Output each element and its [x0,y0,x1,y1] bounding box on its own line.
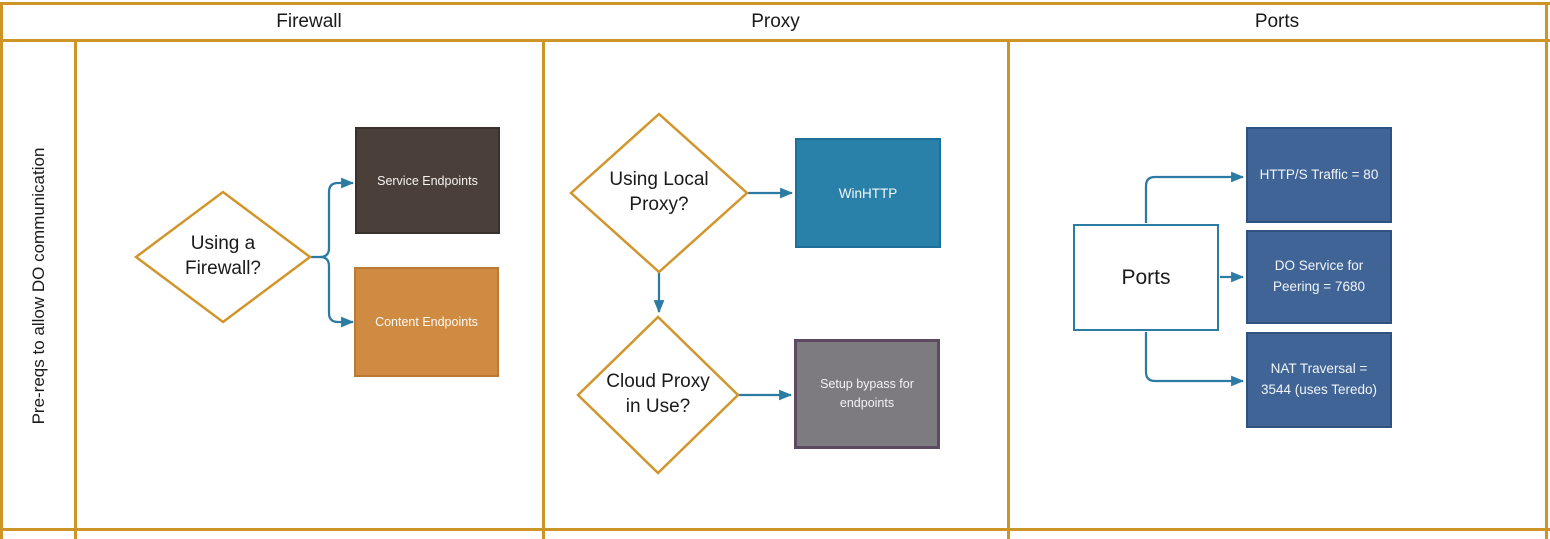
port-nat-box: NAT Traversal = 3544 (uses Teredo) [1246,332,1392,428]
connector-firewall-to-service [310,177,355,259]
decision-using-local-proxy [569,112,749,274]
port-do-label-line1: DO Service for [1274,258,1364,274]
connector-ports-to-http [1144,171,1245,223]
table-top-border [0,2,1550,5]
setup-bypass-box: Setup bypass for endpoints [794,339,940,449]
ports-box: Ports [1073,224,1219,331]
port-nat-label-line2: 3544 (uses Teredo) [1260,382,1378,397]
port-http-box: HTTP/S Traffic = 80 [1246,127,1392,223]
decision-label-line: Using Local [609,169,709,191]
winhttp-label: WinHTTP [838,185,898,201]
decision-using-firewall [133,190,313,324]
decision-label-line: in Use? [625,396,691,417]
setup-bypass-label-line1: Setup bypass for [820,377,914,392]
service-endpoints-box: Service Endpoints [355,127,500,234]
lane-header-firewall: Firewall [276,11,342,32]
winhttp-box: WinHTTP [795,138,941,248]
header-bottom-border [0,39,1550,42]
ports-label: Ports [1121,265,1171,289]
firewall-proxy-divider [542,42,545,539]
connector-firewall-to-content [319,255,355,328]
setup-bypass-label-line2: endpoints [839,396,895,410]
row-bottom-border [0,528,1550,531]
lane-header-ports: Ports [1254,11,1300,32]
lane-header-proxy: Proxy [751,11,800,32]
content-endpoints-box: Content Endpoints [354,267,499,377]
decision-label-line: Proxy? [629,194,689,215]
port-http-label: HTTP/S Traffic = 80 [1259,166,1379,182]
connector-ports-to-nat [1144,332,1245,387]
decision-label-line: Using a [190,233,256,255]
decision-label-line: Firewall? [184,258,262,279]
table-left-border [0,2,3,539]
port-nat-label-line1: NAT Traversal = [1270,361,1368,377]
decision-cloud-proxy-in-use [576,315,740,475]
decision-cloud-proxy-label: Cloud Proxy in Use? [568,365,748,425]
service-endpoints-label: Service Endpoints [377,173,478,188]
decision-label-line: Cloud Proxy [606,371,710,393]
proxy-ports-divider [1007,42,1010,539]
content-endpoints-label: Content Endpoints [375,315,478,329]
decision-using-firewall-label: Using a Firewall? [143,227,303,287]
port-do-label-line2: Peering = 7680 [1273,279,1365,294]
port-do-box: DO Service for Peering = 7680 [1246,230,1392,324]
decision-using-local-proxy-label: Using Local Proxy? [569,163,749,223]
sidebar-divider [74,42,77,539]
table-right-border [1545,2,1548,539]
